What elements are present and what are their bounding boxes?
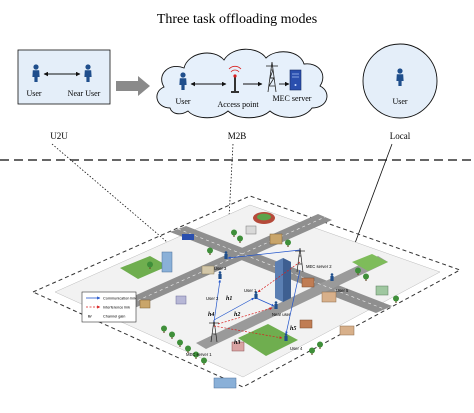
- interference-link: [257, 261, 301, 293]
- m2b-user-label: User: [175, 97, 190, 106]
- map-label-mec-server2: MEC server 2: [306, 264, 332, 269]
- legend-comm-label: Communication link: [103, 297, 136, 301]
- map-label-user4: User 4: [290, 346, 303, 351]
- local-user-label: User: [392, 97, 407, 106]
- city-map: h1 h2 h3 h4 h5 User 3 User 1 User 2 Near…: [31, 195, 462, 389]
- channel-gain-h5: h5: [290, 326, 296, 332]
- m2b-access-point-label: Access point: [217, 100, 259, 109]
- u2u-panel: User Near User: [17, 49, 111, 105]
- park-west: [120, 256, 168, 279]
- base-station-mec2-icon: [295, 247, 305, 273]
- building-icon: [245, 225, 257, 235]
- building-icon: [231, 341, 245, 352]
- tower-building-icon: [161, 251, 173, 273]
- map-label-user5: User 5: [336, 288, 349, 293]
- map-user4-icon: [284, 333, 288, 341]
- mode-label-local: Local: [390, 131, 411, 141]
- access-point-icon: [228, 65, 242, 93]
- map-legend: Communication link Interference link hi …: [81, 291, 137, 323]
- interference-link: [213, 325, 283, 339]
- channel-gain-h1: h1: [226, 296, 232, 302]
- map-user2-icon: [218, 271, 222, 279]
- tree-icon: [317, 341, 323, 349]
- u2u-leader-line: [51, 143, 215, 283]
- legend-gain-label: Channel gain: [103, 315, 125, 319]
- building-icon: [139, 299, 151, 309]
- legend-interf-label: Interference link: [103, 306, 130, 310]
- skyscraper-icon: [275, 258, 291, 302]
- building-icon: [201, 265, 215, 275]
- tree-icon: [309, 347, 315, 355]
- map-label-mec-server1: MEC server 1: [186, 352, 212, 357]
- road-marking-b: [104, 216, 326, 316]
- tree-icon: [201, 357, 207, 365]
- map-label-user1: User 1: [244, 288, 257, 293]
- local-panel: User: [362, 43, 438, 119]
- m2b-panel: User Access point MEC server: [156, 48, 328, 119]
- channel-gain-h3: h3: [234, 340, 240, 346]
- map-user5-icon: [330, 273, 334, 281]
- mec-server-icon: [289, 69, 302, 91]
- stadium-icon: [253, 212, 275, 224]
- building-icon: [269, 233, 283, 245]
- mode-transition-arrow: [116, 76, 150, 96]
- map-user3-icon: [224, 251, 228, 259]
- figure-title: Three task offloading modes: [157, 12, 317, 27]
- building-icon: [175, 295, 187, 305]
- map-label-near-user: Near user: [272, 312, 291, 317]
- park-south: [238, 324, 298, 356]
- tree-icon: [393, 295, 399, 303]
- interference-link: [217, 307, 273, 325]
- map-label-user3: User 3: [214, 266, 227, 271]
- map-near-user-icon: [274, 301, 278, 309]
- building-icon: [321, 291, 337, 303]
- base-station-tower-icon: [266, 61, 278, 93]
- comm-link: [285, 269, 301, 335]
- building-icon: [301, 277, 315, 288]
- channel-gain-h4: h4: [208, 312, 214, 318]
- comm-link: [255, 297, 275, 307]
- comm-link: [213, 279, 222, 323]
- map-label-user2: User 2: [206, 296, 219, 301]
- channel-gain-h2: h2: [234, 312, 240, 318]
- legend-gain-symbol: hi: [88, 315, 92, 319]
- building-icon: [299, 319, 313, 329]
- park-east: [352, 254, 388, 271]
- building-icon: [339, 325, 355, 336]
- comm-link: [227, 249, 301, 260]
- building-icon: [375, 285, 389, 296]
- u2u-near-user-label: Near User: [68, 89, 101, 98]
- m2b-cloud: [156, 48, 328, 119]
- mode-label-u2u: U2U: [50, 131, 68, 141]
- billboard-icon: [182, 234, 194, 240]
- building-icon: [213, 377, 237, 389]
- comm-link: [213, 297, 255, 321]
- mode-label-m2b: M2B: [228, 131, 247, 141]
- m2b-mec-server-label: MEC server: [273, 94, 312, 103]
- road-secondary: [196, 256, 388, 349]
- u2u-user-label: User: [26, 89, 41, 98]
